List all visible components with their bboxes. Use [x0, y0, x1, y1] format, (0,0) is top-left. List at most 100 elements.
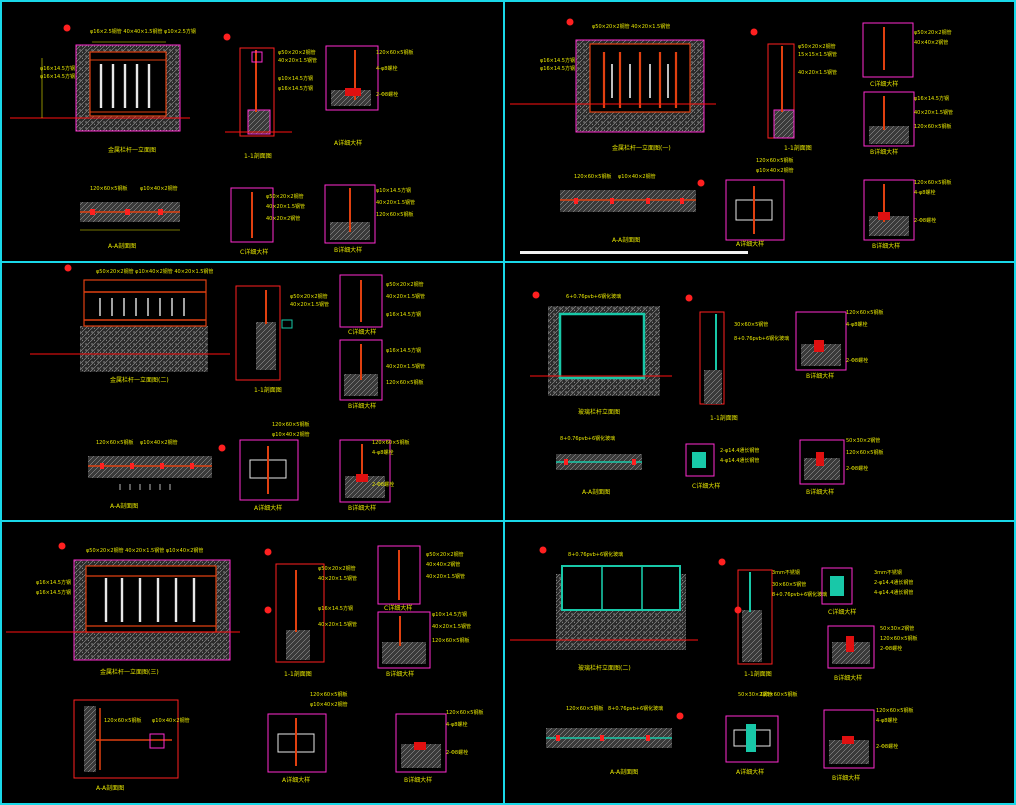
- svg-text:2-Φ8螺栓: 2-Φ8螺栓: [880, 645, 902, 652]
- svg-text:1-1剖面图: 1-1剖面图: [784, 144, 812, 152]
- section-callout-icon[interactable]: [532, 291, 540, 299]
- svg-text:15×15×1.5钢管: 15×15×1.5钢管: [798, 51, 837, 58]
- svg-text:120×60×5钢板: 120×60×5钢板: [756, 157, 793, 164]
- section-callout-icon[interactable]: [218, 444, 226, 452]
- plan-a-a-4: 8+0.76pvb+6钢化玻璃 A-A剖面图: [556, 435, 642, 496]
- detail-c-4: 2-φ14.4通长钢管 4-φ14.4通长钢管 C详细大样: [685, 443, 759, 490]
- svg-text:2-Φ8螺栓: 2-Φ8螺栓: [446, 749, 468, 756]
- svg-text:40×20×1.5钢管: 40×20×1.5钢管: [376, 199, 415, 206]
- svg-text:B详细大样: B详细大样: [834, 674, 862, 682]
- svg-text:4-φ14.4通长钢管: 4-φ14.4通长钢管: [720, 457, 759, 464]
- railing-elevation-5: φ50×20×2钢管 40×20×1.5钢管 φ10×40×2钢管 φ16×14…: [6, 542, 240, 676]
- section-callout-icon[interactable]: [750, 28, 758, 36]
- svg-text:2-Φ8螺栓: 2-Φ8螺栓: [914, 217, 936, 224]
- section-callout-icon[interactable]: [718, 558, 726, 566]
- section-1-1-5: φ50×20×2钢管 40×20×1.5钢管 φ16×14.5方钢 40×20×…: [264, 548, 357, 678]
- svg-text:4-φ8螺栓: 4-φ8螺栓: [372, 449, 393, 456]
- detail-c-1: φ50×20×2钢管 40×20×1.5钢管 40×20×2钢管 C详细大样: [230, 187, 305, 256]
- svg-text:120×60×5钢板: 120×60×5钢板: [880, 635, 917, 642]
- svg-text:金属栏杆一立面图(二): 金属栏杆一立面图(二): [110, 376, 169, 384]
- drawing-cell-4: 6+0.76pvb+6钢化玻璃 玻璃栏杆立面图 30×60×5钢管 8+0.76…: [530, 291, 883, 496]
- section-callout-icon[interactable]: [539, 546, 547, 554]
- railing-elevation-3: φ50×20×2钢管 φ10×40×2钢管 40×20×1.5钢管 金属栏杆一立…: [30, 264, 230, 384]
- svg-text:φ16×14.5方钢: φ16×14.5方钢: [36, 579, 71, 586]
- svg-text:120×60×5钢板: 120×60×5钢板: [376, 49, 413, 56]
- detail-b-6: 50×30×2钢管 120×60×5钢板 2-Φ8螺栓 B详细大样: [827, 625, 917, 682]
- svg-text:120×60×5钢板: 120×60×5钢板: [104, 717, 141, 724]
- svg-text:B详细大样: B详细大样: [870, 148, 898, 156]
- svg-text:120×60×5钢板: 120×60×5钢板: [446, 709, 483, 716]
- section-callout-icon[interactable]: [734, 606, 742, 614]
- svg-text:金属栏杆一立面图(三): 金属栏杆一立面图(三): [100, 668, 159, 676]
- svg-text:玻璃栏杆立面图(二): 玻璃栏杆立面图(二): [578, 664, 631, 672]
- svg-text:φ16×14.5方钢: φ16×14.5方钢: [540, 65, 575, 72]
- section-callout-icon[interactable]: [58, 542, 66, 550]
- svg-text:2-Φ8螺栓: 2-Φ8螺栓: [846, 357, 868, 364]
- plan-a-a-3: 120×60×5钢板 φ10×40×2钢管 A-A剖面图: [88, 439, 226, 510]
- svg-text:40×20×1.5钢管: 40×20×1.5钢管: [432, 623, 471, 630]
- svg-text:2-Φ8螺栓: 2-Φ8螺栓: [376, 91, 398, 98]
- section-callout-icon[interactable]: [223, 33, 231, 41]
- svg-text:8+0.76pvb+6钢化玻璃: 8+0.76pvb+6钢化玻璃: [608, 705, 663, 712]
- svg-text:φ10×40×2钢管: φ10×40×2钢管: [272, 431, 310, 438]
- section-callout-icon[interactable]: [64, 264, 72, 272]
- svg-text:A详细大样: A详细大样: [334, 139, 362, 147]
- section-callout-icon[interactable]: [566, 18, 574, 26]
- section-callout-icon[interactable]: [697, 179, 705, 187]
- svg-text:φ16×14.5方钢: φ16×14.5方钢: [318, 605, 353, 612]
- svg-text:40×20×1.5钢管: 40×20×1.5钢管: [798, 69, 837, 76]
- svg-text:120×60×5钢板: 120×60×5钢板: [574, 173, 611, 180]
- svg-text:φ50×20×2钢管: φ50×20×2钢管: [318, 565, 356, 572]
- plan-a-a-2: 120×60×5钢板 φ10×40×2钢管 A-A剖面图: [560, 173, 705, 244]
- plan-a-a-6: 120×60×5钢板 8+0.76pvb+6钢化玻璃 A-A剖面图: [546, 705, 684, 776]
- svg-text:A-A剖面图: A-A剖面图: [610, 768, 638, 776]
- detail-a-5: 120×60×5钢板 φ10×40×2钢管 A详细大样: [267, 691, 348, 784]
- svg-text:120×60×5钢板: 120×60×5钢板: [432, 637, 469, 644]
- detail-a-1: A详细大样 120×60×5钢板 4-φ8螺栓 2-Φ8螺栓: [325, 45, 413, 147]
- svg-text:40×40×2钢管: 40×40×2钢管: [914, 39, 948, 46]
- svg-text:2-Φ8螺栓: 2-Φ8螺栓: [846, 465, 868, 472]
- section-callout-icon[interactable]: [676, 712, 684, 720]
- svg-text:A-A剖面图: A-A剖面图: [96, 784, 124, 792]
- section-1-1-3: φ50×20×2钢管 40×20×1.5钢管 1-1剖面图: [235, 285, 329, 394]
- svg-text:A-A剖面图: A-A剖面图: [110, 502, 138, 510]
- svg-text:1-1剖面图: 1-1剖面图: [710, 414, 738, 422]
- svg-text:φ50×20×2钢管: φ50×20×2钢管: [798, 43, 836, 50]
- detail-b-5: φ10×14.5方钢 40×20×1.5钢管 120×60×5钢板 B详细大样: [377, 611, 471, 678]
- svg-text:φ10×40×2钢管: φ10×40×2钢管: [618, 173, 656, 180]
- detail-a-2: 120×60×5钢板 φ10×40×2钢管 A详细大样: [725, 157, 794, 248]
- drawing-cell-3: φ50×20×2钢管 φ10×40×2钢管 40×20×1.5钢管 金属栏杆一立…: [30, 264, 425, 512]
- svg-text:50×30×2钢管: 50×30×2钢管: [738, 691, 772, 698]
- railing-elevation-2: φ50×20×2钢管 40×20×1.5钢管 φ16×14.5方钢 φ16×14…: [510, 18, 716, 152]
- section-callout-icon[interactable]: [685, 294, 693, 302]
- section-callout-icon[interactable]: [63, 24, 71, 32]
- svg-text:1-1剖面图: 1-1剖面图: [244, 152, 272, 160]
- svg-text:120×60×5钢板: 120×60×5钢板: [310, 691, 347, 698]
- detail-b-4b: 50×30×2钢管 120×60×5钢板 2-Φ8螺栓 B详细大样: [799, 437, 883, 496]
- svg-text:120×60×5钢板: 120×60×5钢板: [846, 449, 883, 456]
- detail-a-3: 120×60×5钢板 φ10×40×2钢管 A详细大样: [239, 421, 310, 512]
- section-1-1: 1-1剖面图 φ50×20×2钢管 40×20×1.5钢管 φ10×14.5方钢…: [223, 33, 317, 160]
- glass-railing-elevation-2: 8+0.76pvb+6钢化玻璃 玻璃栏杆立面图(二): [510, 546, 698, 672]
- svg-text:4-φ14.4通长钢管: 4-φ14.4通长钢管: [874, 589, 913, 596]
- svg-text:B详细大样: B详细大样: [348, 504, 376, 512]
- section-callout-icon[interactable]: [264, 606, 272, 614]
- railing-elevation-1: 金属栏杆一立面图 φ16×2.5钢管 40×40×1.5钢管 φ10×2.5方钢…: [10, 24, 196, 154]
- svg-text:30×60×5钢管: 30×60×5钢管: [734, 321, 768, 328]
- detail-b-2b: 120×60×5钢板 4-φ8螺栓 2-Φ8螺栓 B详细大样: [863, 179, 951, 250]
- svg-text:C详细大样: C详细大样: [692, 482, 720, 490]
- svg-text:8+0.76pvb+6钢化玻璃: 8+0.76pvb+6钢化玻璃: [568, 551, 623, 558]
- horizontal-scrollbar[interactable]: [520, 251, 748, 254]
- svg-text:φ16×14.5方钢: φ16×14.5方钢: [278, 85, 313, 92]
- svg-text:2-φ14.4通长钢管: 2-φ14.4通长钢管: [720, 447, 759, 454]
- svg-text:2-Φ8螺栓: 2-Φ8螺栓: [876, 743, 898, 750]
- svg-text:B详细大样: B详细大样: [386, 670, 414, 678]
- svg-text:50×30×2钢管: 50×30×2钢管: [846, 437, 880, 444]
- svg-text:120×60×5钢板: 120×60×5钢板: [272, 421, 309, 428]
- svg-text:φ50×20×2钢管 40×20×1.5钢管: φ50×20×2钢管 40×20×1.5钢管: [592, 23, 670, 30]
- svg-text:120×60×5钢板: 120×60×5钢板: [914, 179, 951, 186]
- svg-text:40×20×1.5钢管: 40×20×1.5钢管: [278, 57, 317, 64]
- section-callout-icon[interactable]: [264, 548, 272, 556]
- svg-text:1-1剖面图: 1-1剖面图: [284, 670, 312, 678]
- svg-text:C详细大样: C详细大样: [828, 608, 856, 616]
